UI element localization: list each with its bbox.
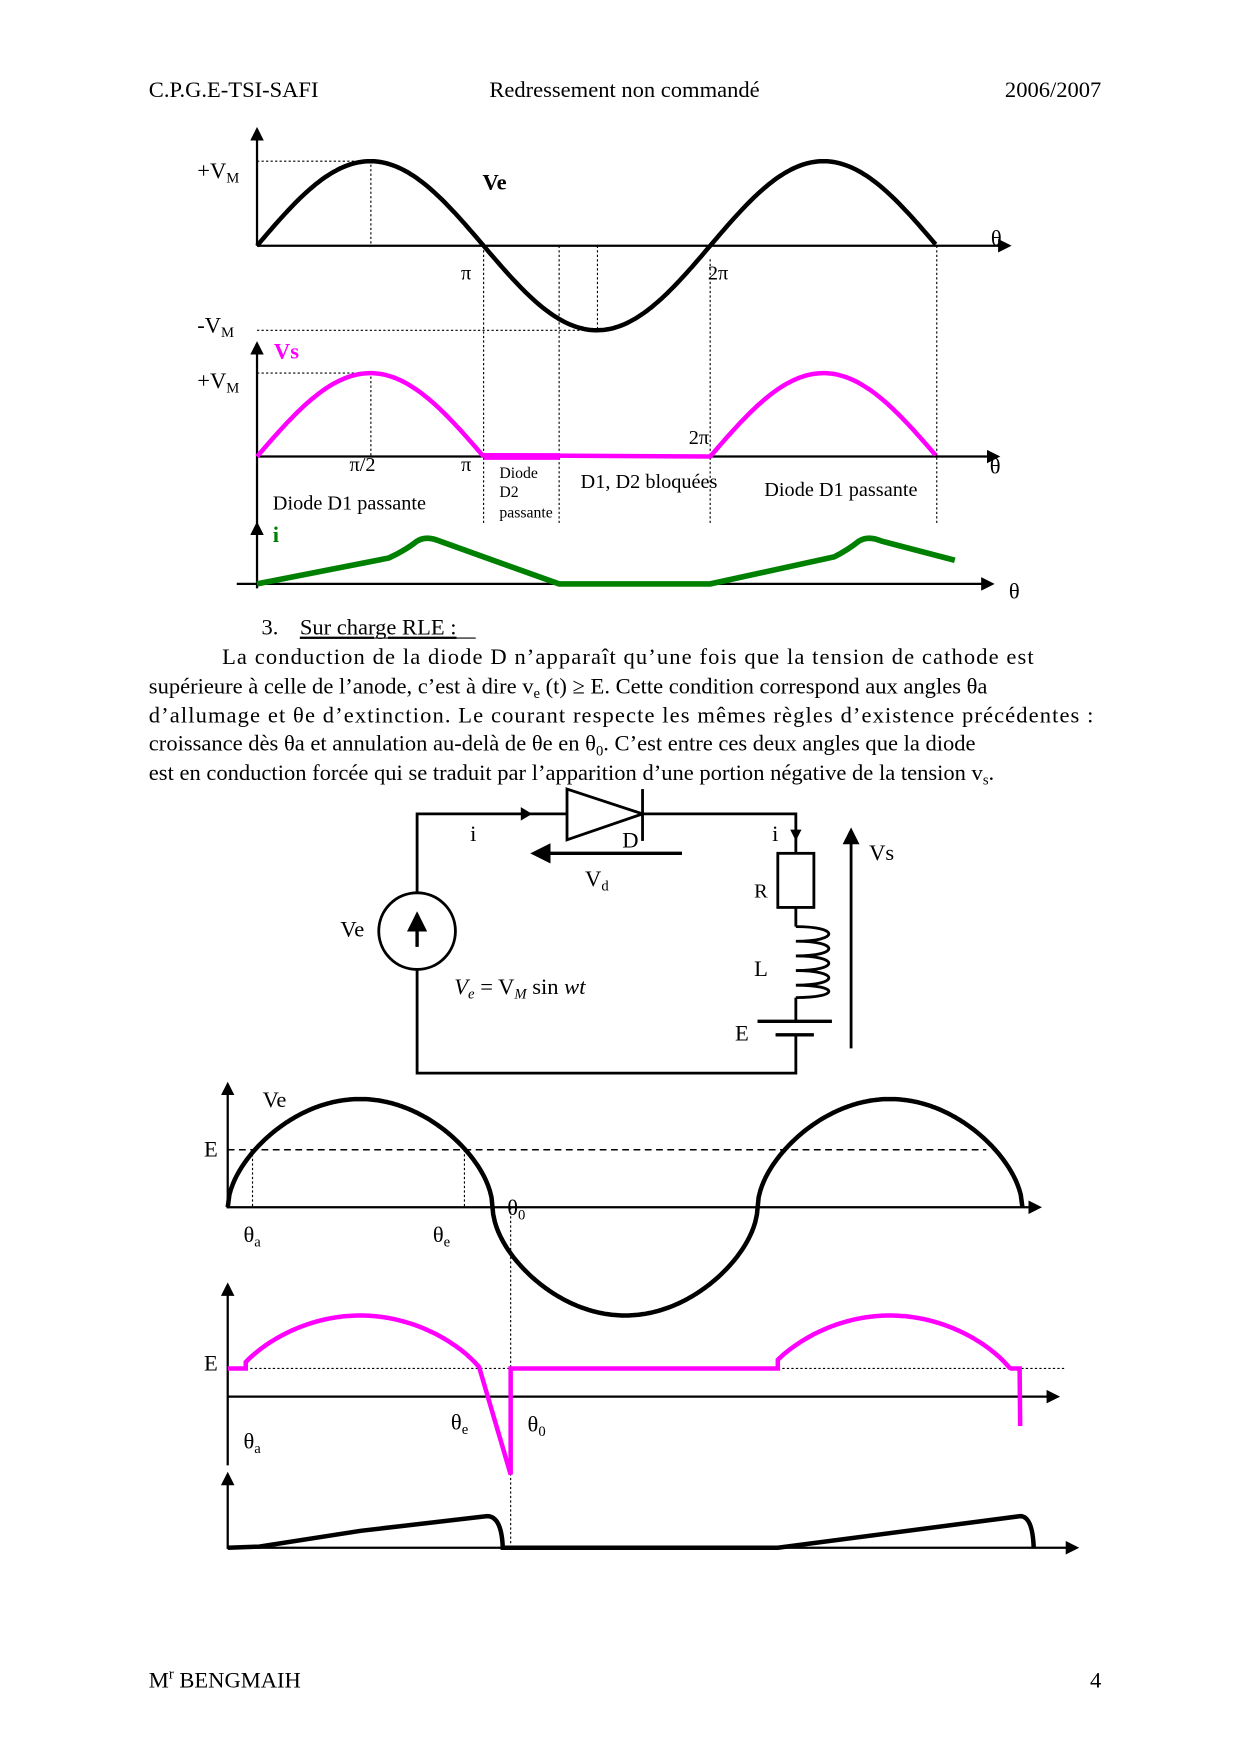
zone-d1-passante-2: Diode D1 passante: [764, 479, 917, 501]
header-year: 2006/2007: [1005, 77, 1101, 102]
header-school: C.P.G.E-TSI-SAFI: [149, 77, 319, 102]
circuit-wires: [415, 812, 798, 1075]
label-2pi-2: 2π: [689, 427, 709, 449]
label-i-1: i: [470, 821, 476, 846]
label-theta: θ: [991, 226, 1002, 251]
header-title: Redressement non commandé: [489, 77, 759, 102]
vs-rectified-curve: [255, 370, 938, 459]
label-minus-vm: -VM: [197, 313, 234, 342]
label-pi-half: π/2: [349, 454, 375, 476]
zone-blocked: D1, D2 bloquées: [581, 471, 718, 493]
current-arrow-icon-2: [790, 829, 802, 841]
ve2-curve: [225, 1096, 1025, 1318]
label-vs-circuit: Vs: [869, 840, 894, 865]
vs2-curve: [227, 1313, 1023, 1476]
label-pi: π: [461, 263, 471, 285]
page-header: C.P.G.E-TSI-SAFI Redressement non comman…: [149, 77, 1102, 102]
label-ve-2: Ve: [263, 1087, 287, 1112]
ve-sine-curve: [255, 158, 938, 333]
label-e: E: [735, 1020, 749, 1045]
label-theta0: θ0: [507, 1195, 525, 1224]
label-theta-e-2: θe: [451, 1409, 468, 1438]
label-plus-vm: +VM: [197, 158, 239, 187]
label-vd: Vd: [585, 866, 609, 895]
section-title: Sur charge RLE :: [300, 615, 457, 640]
label-ve: Ve: [482, 169, 506, 194]
i-current-curve: [256, 535, 956, 587]
label-plus-vm-2: +VM: [197, 368, 239, 397]
label-e-2: E: [204, 1137, 218, 1162]
figure-rle-waveforms: Ve E θ0 θa θe E θa θe θ0: [204, 1081, 1080, 1555]
paragraph: La conduction de la diode D n’apparaît q…: [149, 644, 1094, 789]
label-theta-a-2: θa: [243, 1429, 261, 1458]
label-theta-a: θa: [243, 1222, 261, 1251]
paragraph-line: croissance dès θa et annulation au-delà …: [149, 731, 976, 760]
paragraph-line: La conduction de la diode D n’apparaît q…: [222, 644, 1034, 669]
footer-author: Mr BENGMAIH: [149, 1666, 301, 1692]
diode-symbol: [565, 787, 647, 842]
current-arrow-icon: [520, 807, 533, 821]
guide-lines-2: [251, 1149, 512, 1547]
vs-guide-lines: [257, 372, 372, 457]
label-theta0-2: θ0: [528, 1412, 546, 1441]
label-theta-3: θ: [1009, 579, 1020, 604]
page-number: 4: [1090, 1667, 1101, 1692]
label-pi-2: π: [461, 454, 471, 476]
figure-single-phase-waveforms: +VM Ve θ π 2π -VM Vs +VM π/2 π 2π θ Diod…: [197, 126, 1020, 604]
rle-circuit-diagram: i i D Vd R L E Ve Vs Ve = VM sin wt: [340, 787, 894, 1075]
label-theta-e: θe: [433, 1222, 450, 1251]
label-ve-source: Ve: [340, 917, 364, 942]
source-equation: Ve = VM sin wt: [454, 974, 586, 1003]
section-number: 3.: [262, 615, 279, 640]
paragraph-line: est en conduction forcée qui se traduit …: [149, 760, 994, 789]
zone-d2-l3: passante: [499, 504, 552, 521]
zone-d2-l2: D2: [499, 484, 518, 501]
label-d: D: [622, 828, 638, 853]
paragraph-line: d’allumage et θe d’extinction. Le couran…: [149, 703, 1094, 728]
label-vs: Vs: [274, 338, 299, 363]
label-l: L: [754, 956, 768, 981]
label-theta-2: θ: [990, 453, 1001, 478]
paragraph-line: supérieure à celle de l’anode, c’est à d…: [149, 673, 988, 702]
zone-d1-passante: Diode D1 passante: [273, 493, 426, 515]
resistor-symbol: [776, 851, 816, 909]
i2-current-curve: [227, 1513, 1036, 1550]
label-r: R: [754, 880, 768, 902]
label-2pi: 2π: [708, 263, 728, 285]
inductor-symbol: [795, 925, 830, 1000]
label-i: i: [273, 522, 279, 547]
zone-d2-l1: Diode: [499, 465, 538, 482]
label-i-2: i: [772, 821, 778, 846]
label-e-3: E: [204, 1351, 218, 1376]
